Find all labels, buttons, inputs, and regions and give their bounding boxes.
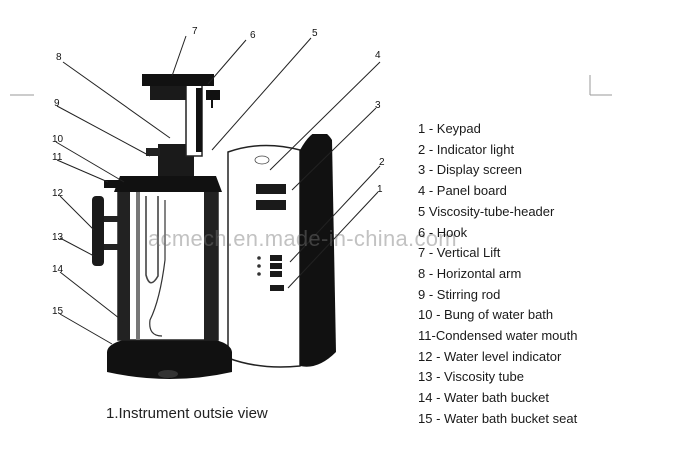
legend-item: 7 - Vertical Lift (418, 245, 501, 261)
legend-item: 4 - Panel board (418, 183, 507, 199)
legend-item: 6 - Hook (418, 224, 468, 240)
legend-item: 14 - Water bath bucket (418, 390, 550, 406)
hook (206, 90, 220, 108)
display-screen (256, 184, 286, 194)
water-level-indicator (92, 196, 118, 266)
callout-2: 2 (379, 157, 385, 168)
legend-item: 11-Condensed water mouth (418, 328, 578, 344)
water-bath-bucket (117, 187, 219, 341)
callout-3: 3 (375, 100, 381, 111)
parts-legend: 1 - Keypad 2 - Indicator light 3 - Displ… (418, 119, 577, 430)
legend-item: 12 - Water level indicator (418, 348, 562, 364)
legend-item: 5 Viscosity-tube-header (418, 203, 555, 219)
display-screen-lower (256, 200, 286, 210)
callout-12: 12 (52, 188, 64, 199)
legend-item: 15 - Water bath bucket seat (418, 410, 578, 426)
legend-item: 9 - Stirring rod (418, 286, 501, 302)
callout-4: 4 (375, 50, 381, 61)
condensed-water-mouth (104, 180, 122, 188)
panel-board (227, 128, 336, 368)
crop-marks (10, 75, 612, 96)
callout-7: 7 (192, 26, 198, 37)
keypad (270, 255, 284, 291)
legend-item: 3 - Display screen (418, 162, 523, 178)
legend-item: 8 - Horizontal arm (418, 265, 522, 281)
callout-6: 6 (250, 30, 256, 41)
legend-item: 13 - Viscosity tube (418, 369, 524, 385)
callout-9: 9 (54, 98, 60, 109)
indicator-lights (257, 256, 261, 276)
horizontal-arm (142, 74, 214, 100)
leader-lines (55, 35, 381, 345)
legend-item: 10 - Bung of water bath (418, 307, 554, 323)
callout-10: 10 (52, 134, 64, 145)
callout-numbers: 1 2 3 4 5 6 7 8 9 10 11 12 13 14 15 (52, 26, 385, 317)
figure-caption: 1.Instrument outsie view (106, 405, 268, 422)
vertical-lift (185, 83, 203, 157)
legend-item: 1 - Keypad (418, 121, 481, 136)
callout-13: 13 (52, 232, 64, 243)
bung-of-water-bath (114, 176, 222, 192)
callout-11: 11 (52, 152, 63, 163)
panel-logo (254, 155, 270, 165)
callout-1: 1 (377, 184, 383, 195)
callout-5: 5 (312, 28, 318, 39)
callout-15: 15 (52, 306, 64, 317)
viscosity-tube (145, 196, 159, 284)
water-bath-bucket-seat (107, 336, 232, 379)
legend-item: 2 - Indicator light (418, 141, 515, 157)
callout-8: 8 (56, 52, 62, 63)
callout-14: 14 (52, 264, 64, 275)
watermark-text: acmech.en.made-in-china.com (148, 226, 457, 251)
